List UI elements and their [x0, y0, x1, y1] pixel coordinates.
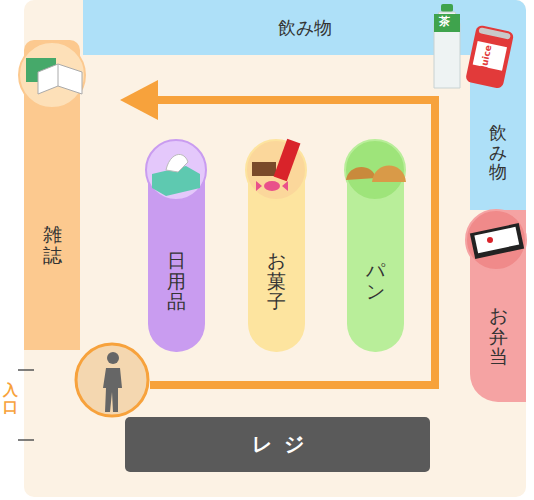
section-label: 日用品 [167, 250, 186, 313]
bottle-label: 茶 [439, 14, 450, 29]
can-icon [465, 25, 514, 90]
bread-aisle: パン [347, 140, 404, 352]
section-label: 飲み物 [489, 123, 507, 182]
register-counter: レジ [125, 417, 430, 472]
bread-icon [345, 140, 406, 200]
section-label: 飲み物 [278, 16, 332, 40]
section-label: レジ [252, 431, 316, 458]
magazine-icon [19, 42, 85, 108]
drinks-band: 飲み物 [83, 0, 526, 55]
bento-icon [466, 210, 526, 270]
drinks-band: 飲み物 [470, 55, 526, 210]
bottle-icon [434, 4, 460, 88]
floor [24, 0, 526, 497]
snack-aisle: お菓子 [248, 140, 305, 352]
section-label: パン [366, 260, 385, 302]
goods-aisle: 日用品 [148, 140, 205, 352]
magazine-band: 雑誌 [24, 40, 80, 350]
bento-band: お弁当 [470, 210, 526, 402]
sweets-icon [246, 139, 306, 200]
tissue-icon [146, 140, 206, 200]
route-arrow [120, 80, 435, 385]
section-label: 雑誌 [43, 224, 62, 266]
entrance-ticks [18, 370, 34, 440]
section-label: お菓子 [267, 250, 286, 313]
entrance-label: 入口 [3, 382, 18, 415]
section-label: お弁当 [489, 305, 508, 368]
walker-icon [76, 344, 148, 416]
